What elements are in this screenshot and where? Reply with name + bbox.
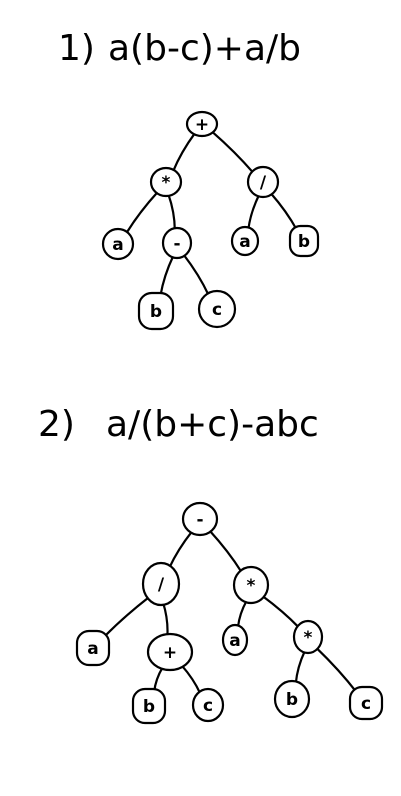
tree-1-node-shape-n1 xyxy=(185,110,219,138)
tree-2-edge-m2-m5 xyxy=(162,601,169,637)
tree-2-node-shape-m1 xyxy=(181,501,219,537)
tree-1-node-label-n8: b xyxy=(150,302,162,322)
tree-2-node-shape-m11 xyxy=(348,685,384,721)
tree-1-edges xyxy=(125,130,298,297)
tree-2-node-shape-m8 xyxy=(131,687,167,725)
tree-1-node-n8: b xyxy=(137,291,175,331)
tree-1-node-label-n1: + xyxy=(195,115,209,135)
tree-1-node-n4: a xyxy=(101,227,135,261)
tree-1-node-shape-n9 xyxy=(197,289,237,329)
tree-1-node-label-n7: b xyxy=(298,232,310,252)
tree-2-node-m8: b xyxy=(131,687,167,725)
tree-2-node-shape-m3 xyxy=(232,565,270,605)
tree-1-node-label-n6: a xyxy=(239,232,250,252)
tree-1-node-n3: / xyxy=(246,165,280,199)
tree-1-edge-n5-n8 xyxy=(159,254,175,297)
tree-2-edge-m7-m10 xyxy=(294,649,306,685)
tree-2-node-shape-m5 xyxy=(146,632,194,672)
tree-2-node-label-m7: * xyxy=(304,628,313,648)
expression-1-text: a(b-c)+a/b xyxy=(108,28,301,69)
tree-2-node-m4: a xyxy=(75,629,111,667)
tree-1-node-shape-n3 xyxy=(246,165,280,199)
tree-2-node-label-m11: c xyxy=(361,694,371,714)
tree-1-node-shape-n8 xyxy=(137,291,175,331)
tree-1-node-n1: + xyxy=(185,110,219,138)
tree-1-node-n2: * xyxy=(149,166,183,198)
tree-1-edge-n3-n6 xyxy=(247,193,261,230)
tree-2-edges xyxy=(102,529,358,695)
tree-2-edge-m7-m11 xyxy=(315,646,358,694)
tree-1-node-shape-n2 xyxy=(149,166,183,198)
tree-2-node-label-m4: a xyxy=(87,639,98,659)
tree-1-edge-n3-n7 xyxy=(269,192,298,231)
tree-2-node-m7: * xyxy=(292,619,324,655)
expression-2-text: a/(b+c)-abc xyxy=(106,404,319,445)
tree-2-edge-m1-m2 xyxy=(168,530,194,569)
tree-2-node-shape-m4 xyxy=(75,629,111,667)
tree-2-node-shape-m10 xyxy=(273,679,311,719)
tree-2-node-shape-m7 xyxy=(292,619,324,655)
tree-1-node-label-n2: * xyxy=(162,173,171,193)
tree-2-edge-m5-m9 xyxy=(180,664,202,695)
tree-1-edge-n2-n4 xyxy=(125,190,159,235)
tree-2-node-label-m8: b xyxy=(143,697,155,717)
tree-1-node-n7: b xyxy=(288,224,320,258)
tree-2-node-label-m5: + xyxy=(163,643,177,663)
tree-1-node-shape-n6 xyxy=(230,225,260,257)
tree-2-node-m11: c xyxy=(348,685,384,721)
tree-1-edge-n1-n2 xyxy=(172,132,196,173)
tree-2-node-m1: - xyxy=(181,501,219,537)
tree-1-node-n6: a xyxy=(230,225,260,257)
tree-2-nodes: - / * a + a * b c b c xyxy=(75,501,384,725)
tree-1-node-shape-n5 xyxy=(161,226,193,260)
tree-2-node-shape-m2 xyxy=(141,561,181,607)
tree-1-edge-n2-n5 xyxy=(167,193,176,231)
tree-2-node-label-m6: a xyxy=(229,631,240,651)
tree-1-nodes: + * / a - a b b c xyxy=(101,110,320,331)
tree-2-node-m10: b xyxy=(273,679,311,719)
tree-2-edge-m2-m4 xyxy=(102,595,151,639)
tree-1-node-label-n9: c xyxy=(212,300,222,320)
tree-2-node-m2: / xyxy=(141,561,181,607)
tree-2-node-label-m1: - xyxy=(196,510,203,530)
tree-1-node-n9: c xyxy=(197,289,237,329)
tree-1-node-shape-n4 xyxy=(101,227,135,261)
tree-2-node-m9: c xyxy=(191,687,225,723)
tree-2-edge-m5-m8 xyxy=(153,666,164,693)
tree-2-node-m5: + xyxy=(146,632,194,672)
tree-1-node-label-n3: / xyxy=(260,173,267,193)
tree-2-node-shape-m6 xyxy=(221,623,249,657)
tree-2-edge-m1-m3 xyxy=(208,529,243,574)
tree-1-node-n5: - xyxy=(161,226,193,260)
tree-1-edge-n1-n3 xyxy=(210,130,255,174)
tree-2-node-label-m9: c xyxy=(203,696,213,716)
tree-1-node-shape-n7 xyxy=(288,224,320,258)
tree-2-node-label-m2: / xyxy=(158,575,165,595)
tree-2-node-m6: a xyxy=(221,623,249,657)
tree-2-node-label-m3: * xyxy=(247,576,256,596)
tree-2-edge-m3-m7 xyxy=(261,594,300,629)
tree-1-edge-n5-n9 xyxy=(182,253,210,297)
tree-2-node-m3: * xyxy=(232,565,270,605)
tree-2-edge-m3-m6 xyxy=(236,599,248,629)
expression-1-number: 1) xyxy=(58,28,95,69)
tree-1-node-label-n4: a xyxy=(112,235,123,255)
tree-2-node-shape-m9 xyxy=(191,687,225,723)
expression-2-number: 2) xyxy=(38,404,75,445)
tree-1-node-label-n5: - xyxy=(173,234,180,254)
tree-2-node-label-m10: b xyxy=(286,690,298,710)
